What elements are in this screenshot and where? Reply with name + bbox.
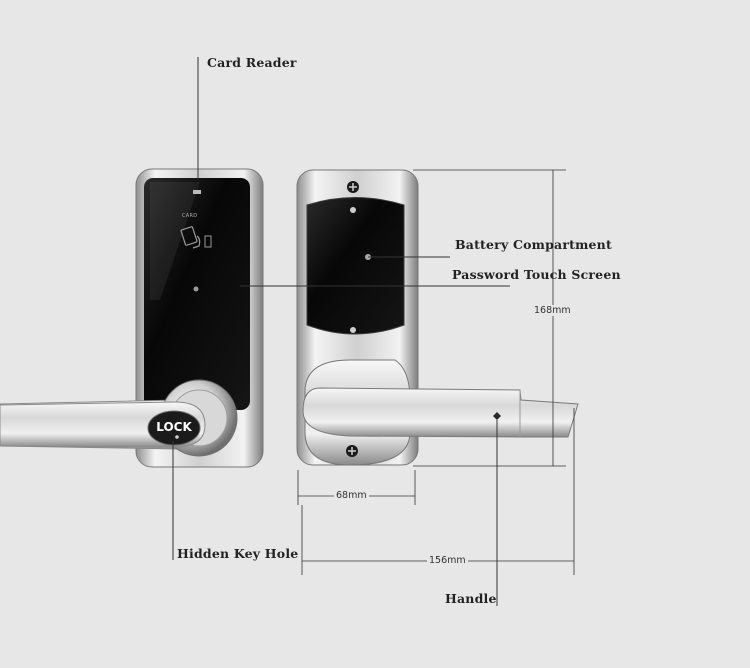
indicator-led <box>193 190 201 194</box>
hidden-key-hole-label: Hidden Key Hole <box>177 546 299 561</box>
battery-compartment-label: Battery Compartment <box>455 237 612 252</box>
lock-cover <box>147 410 201 446</box>
total-width-dimension: 156mm <box>427 555 468 566</box>
card-text: CARD <box>182 213 198 219</box>
keyhole-dot <box>175 435 179 439</box>
lock-text: LOCK <box>156 420 192 434</box>
plate-width-dimension: 68mm <box>334 490 369 501</box>
back-lever <box>302 387 579 438</box>
handle-hole <box>493 412 501 420</box>
front-lock: LOCK <box>0 168 264 468</box>
password-touch-screen-label: Password Touch Screen <box>452 267 621 282</box>
front-black-panel <box>144 178 250 410</box>
touch-dot <box>193 286 199 292</box>
card-reader-label: Card Reader <box>207 55 297 70</box>
battery-cover <box>306 197 405 335</box>
card-icon <box>180 226 212 249</box>
back-lock <box>296 169 579 466</box>
callout-lines <box>172 57 510 606</box>
height-dimension: 168mm <box>532 305 573 316</box>
handle-label: Handle <box>445 591 497 606</box>
